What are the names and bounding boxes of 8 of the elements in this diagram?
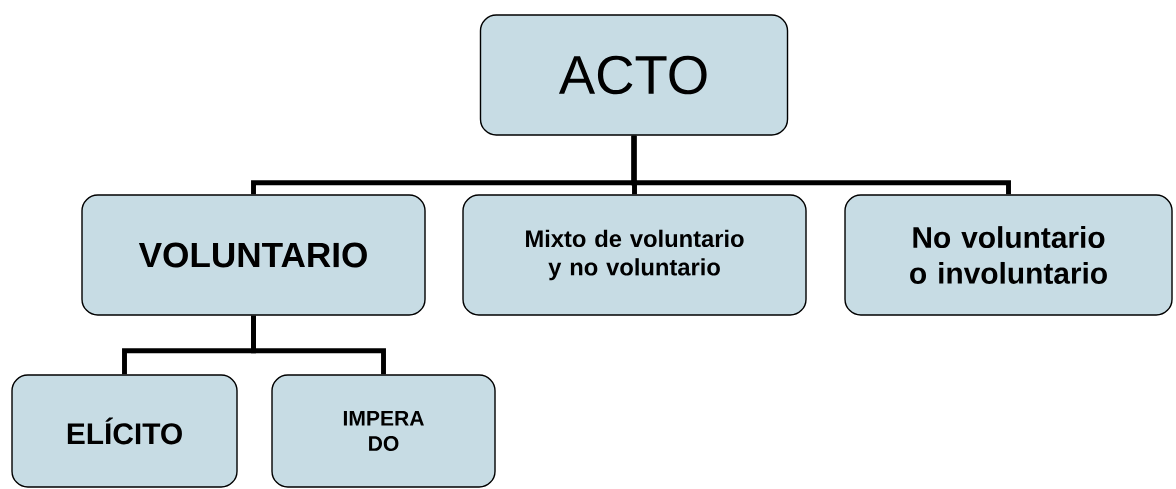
connector-line — [251, 315, 386, 375]
rounded-box: ELÍCITO — [11, 374, 238, 488]
rounded-box: VOLUNTARIO — [81, 194, 426, 316]
rounded-box: No voluntario o involuntario — [844, 194, 1173, 316]
rounded-box: ACTO — [479, 14, 789, 136]
rounded-box: IMPERA DO — [271, 374, 496, 488]
connector-line — [631, 135, 1011, 195]
rounded-box: Mixto de voluntario y no voluntario — [462, 194, 807, 316]
